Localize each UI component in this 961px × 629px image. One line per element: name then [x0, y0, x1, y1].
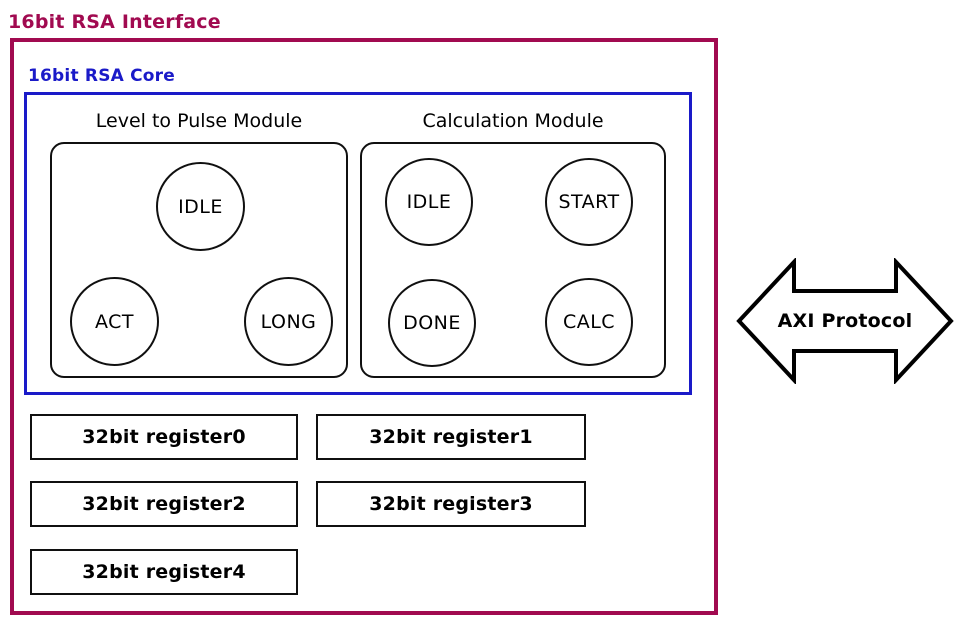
register-box-register3: 32bit register3 [316, 481, 586, 527]
register-box-register0: 32bit register0 [30, 414, 298, 460]
level-to-pulse-module-caption: Level to Pulse Module [95, 110, 303, 132]
state-node-calc-idle: IDLE [385, 158, 473, 246]
state-node-ltp-idle: IDLE [156, 162, 245, 251]
core-title: 16bit RSA Core [28, 66, 175, 86]
register-box-register2: 32bit register2 [30, 481, 298, 527]
interface-title: 16bit RSA Interface [8, 11, 221, 33]
state-node-calc-done: DONE [388, 279, 476, 367]
state-node-ltp-act: ACT [70, 277, 159, 366]
calculation-module-caption: Calculation Module [422, 110, 604, 132]
register-box-register1: 32bit register1 [316, 414, 586, 460]
state-node-calc-start: START [545, 158, 633, 246]
register-box-register4: 32bit register4 [30, 549, 298, 595]
state-node-calc-calc: CALC [545, 278, 633, 366]
state-node-ltp-long: LONG [244, 277, 333, 366]
double-headed-arrow-icon [736, 258, 954, 384]
